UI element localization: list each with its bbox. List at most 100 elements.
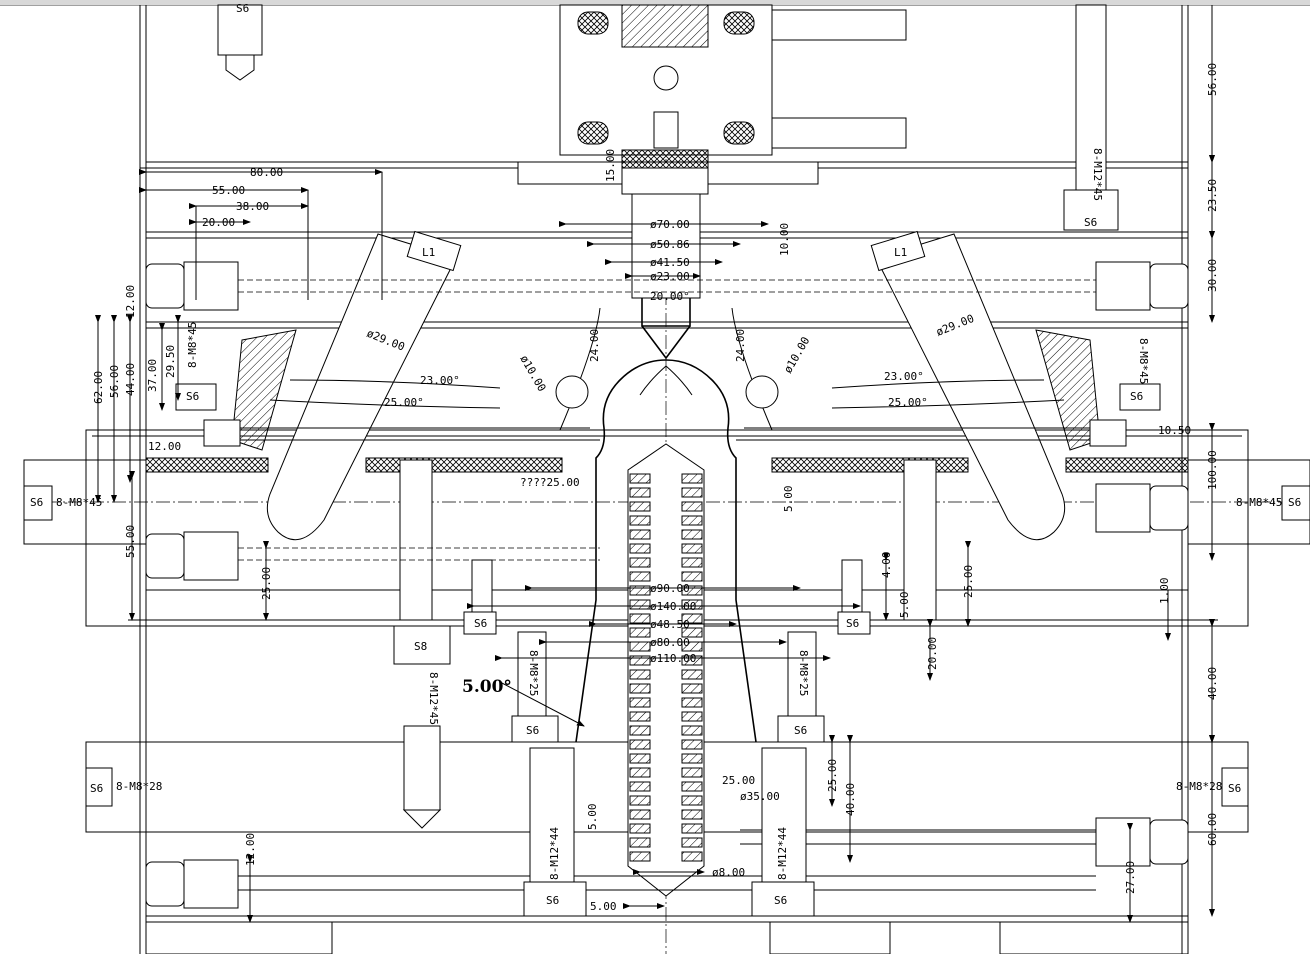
- coil-section: [629, 487, 651, 498]
- dim-57: 60.00: [1206, 813, 1219, 846]
- bolt-note-10: 8-M12*44: [776, 827, 789, 880]
- dim-42: 20.00: [926, 637, 939, 670]
- bolt-note-11: 8-M8*28: [116, 780, 162, 793]
- coil-section: [629, 501, 651, 512]
- dim-25: ø10.00: [517, 353, 548, 394]
- coil-section: [629, 529, 651, 540]
- coil-section: [629, 515, 651, 526]
- coil-section: [681, 823, 703, 834]
- coil-section: [681, 627, 703, 638]
- coil-section: [681, 753, 703, 764]
- dim-2: 55.00: [212, 184, 245, 197]
- coil-section: [629, 781, 651, 792]
- dimension-lines: [95, 5, 1215, 923]
- dim-30: 25.00°: [888, 396, 928, 409]
- dim-36: ø80.00: [650, 636, 690, 649]
- coil-section: [681, 501, 703, 512]
- screw-head-5: S6: [846, 617, 859, 630]
- coil-section: [681, 739, 703, 750]
- cooling-channels: [238, 279, 1096, 891]
- dim-5: 12.00: [124, 285, 137, 318]
- coil-section: [629, 711, 651, 722]
- right-angled-slide: [870, 230, 1101, 541]
- dim-18: ø50.86: [650, 238, 690, 251]
- coil-section: [681, 725, 703, 736]
- coil-section: [629, 655, 651, 666]
- bottle-cavity-profile: [559, 307, 773, 743]
- dim-4: 20.00: [202, 216, 235, 229]
- dim-56: 40.00: [1206, 667, 1219, 700]
- coil-section: [629, 613, 651, 624]
- dim-8: 44.00: [124, 363, 137, 396]
- bolt-note-8: 8-M8*25: [797, 650, 810, 696]
- coil-section: [681, 571, 703, 582]
- screw-head-3: S6: [1084, 216, 1097, 229]
- core-pin: [627, 443, 705, 897]
- cooling-strip-center-right: [771, 457, 969, 473]
- dim-23: 15.00: [604, 149, 617, 182]
- coil-section: [629, 557, 651, 568]
- dim-45: 25.00: [722, 774, 755, 787]
- coil-section: [681, 683, 703, 694]
- screw-head-12: S6: [90, 782, 103, 795]
- screw-head-14: S6: [236, 2, 249, 15]
- dim-46: 40.00: [844, 783, 857, 816]
- cooling-strip-right: [1065, 457, 1189, 473]
- guide-pins: [217, 4, 1119, 829]
- coil-section: [681, 711, 703, 722]
- screw-head-7: S6: [794, 724, 807, 737]
- dim-12: 55.00: [124, 525, 137, 558]
- dim-16: 25.00°: [384, 396, 424, 409]
- dim-52: 23.50: [1206, 179, 1219, 212]
- dim-58: 27.00: [1124, 861, 1137, 894]
- dim-53: 30.00: [1206, 259, 1219, 292]
- coil-section: [629, 837, 651, 848]
- coil-section: [681, 851, 703, 862]
- coil-section: [629, 725, 651, 736]
- dim-26: 24.00: [734, 329, 747, 362]
- coil-section: [681, 543, 703, 554]
- label-l1-right: L1: [894, 246, 907, 259]
- coil-section: [629, 697, 651, 708]
- coil-section: [681, 515, 703, 526]
- coil-section: [681, 529, 703, 540]
- coil-section: [629, 683, 651, 694]
- bolt-note-9: 8-M12*44: [548, 827, 561, 880]
- coil-section: [629, 823, 651, 834]
- dim-22: 10.00: [778, 223, 791, 256]
- dim-3: 38.00: [236, 200, 269, 213]
- screw-head-15: S8: [414, 640, 427, 653]
- coil-section: [629, 599, 651, 610]
- dim-49: 5.00: [590, 900, 617, 913]
- dim-41: 1.00: [1158, 578, 1171, 605]
- cooling-strip-center-left: [365, 457, 563, 473]
- water-fittings: [145, 261, 1189, 909]
- coil-section: [681, 837, 703, 848]
- dim-19: ø41.50: [650, 256, 690, 269]
- coil-section: [629, 669, 651, 680]
- dim-50: 12.00: [244, 833, 257, 866]
- dim-43: 25.00: [826, 759, 839, 792]
- left-angled-slide: [231, 230, 462, 541]
- dim-27: ø10.00: [781, 335, 812, 376]
- dim-20: ø23.00: [650, 270, 690, 283]
- hot-runner-nozzle-assembly: [517, 4, 907, 360]
- dim-17: ø70.00: [650, 218, 690, 231]
- coil-section: [629, 739, 651, 750]
- coil-section: [629, 767, 651, 778]
- label-draft-angle: 5.00°: [462, 677, 512, 697]
- bolt-note-5: 8-M12*45: [427, 672, 440, 725]
- bolt-note-7: 8-M8*25: [527, 650, 540, 696]
- screw-head-1: S6: [186, 390, 199, 403]
- label-l1-left: L1: [422, 246, 435, 259]
- bottom-bolts: [23, 383, 1310, 917]
- dim-55: 100.00: [1206, 450, 1219, 490]
- dim-37: ø110.00: [650, 652, 696, 665]
- coil-section: [681, 487, 703, 498]
- dim-9: 37.00: [146, 359, 159, 392]
- dim-54: 10.50: [1158, 424, 1191, 437]
- bolt-note-6: 8-M12*45: [1091, 148, 1104, 201]
- coil-section: [629, 571, 651, 582]
- coil-section: [629, 543, 651, 554]
- dim-40: 25.00: [962, 565, 975, 598]
